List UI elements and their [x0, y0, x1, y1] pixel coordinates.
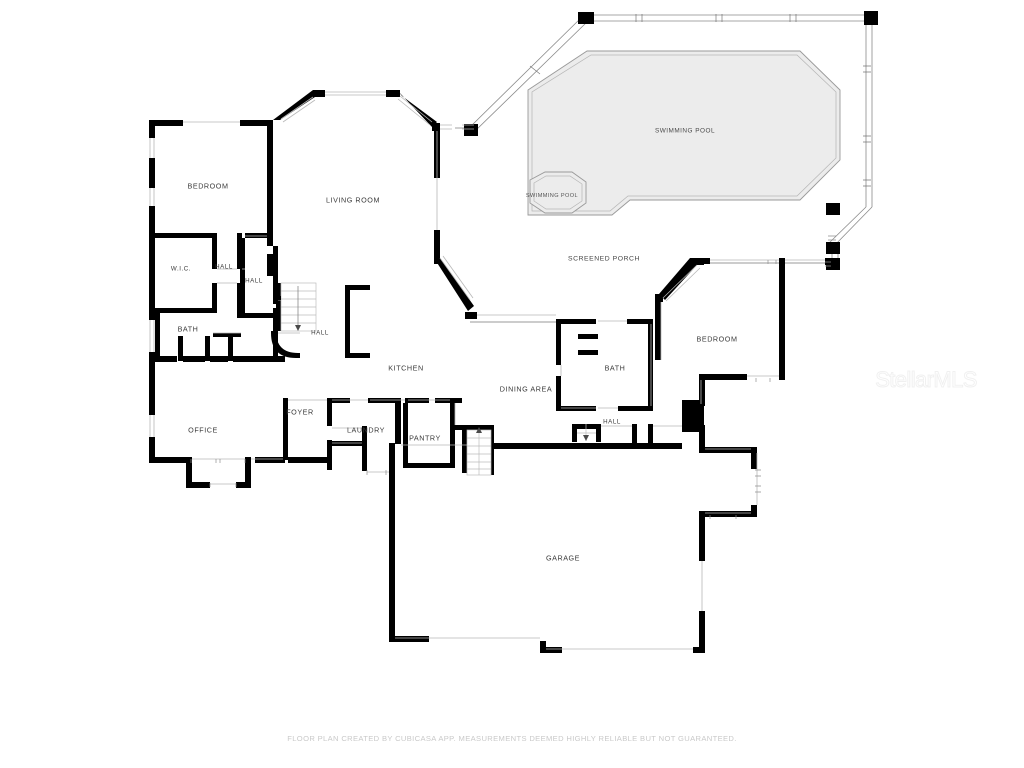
- enclosure-window-ticks: [529, 14, 871, 187]
- house-walls: [149, 90, 833, 653]
- staircase-secondary: [466, 427, 492, 476]
- openings-and-thin-lines: [149, 91, 825, 650]
- stair-guest-hall: [577, 424, 596, 441]
- spa-shape: [529, 171, 587, 214]
- window-sash-marks: [190, 235, 836, 519]
- swimming-pool-shape: [527, 50, 841, 216]
- pool-enclosure-posts: [464, 11, 878, 270]
- pool-enclosure-frame: [455, 14, 873, 263]
- screened-porch-walls: [470, 262, 832, 323]
- staircase-main: [277, 282, 317, 332]
- disclaimer-footer: FLOOR PLAN CREATED BY CUBICASA APP. MEAS…: [287, 734, 737, 743]
